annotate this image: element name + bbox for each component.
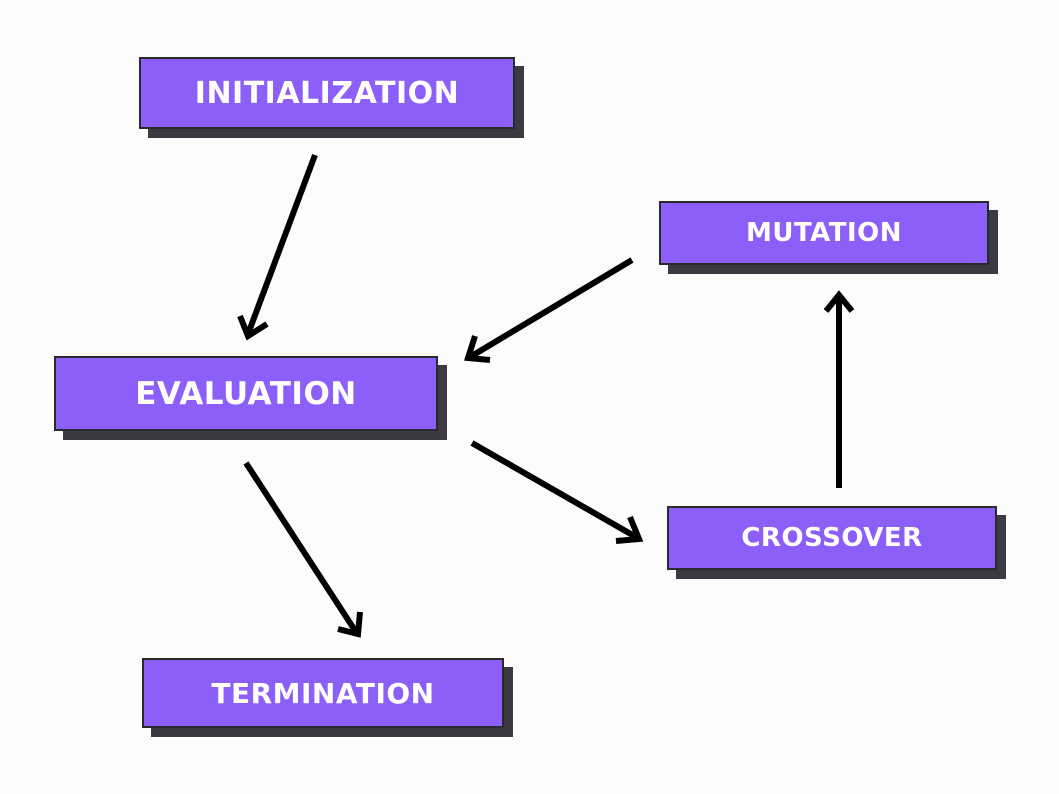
node-evaluation-label: EVALUATION	[135, 375, 357, 412]
arrow-initialization-to-evaluation	[237, 153, 318, 341]
node-mutation: MUTATION	[659, 201, 989, 265]
arrow-evaluation-to-crossover	[470, 440, 644, 544]
node-termination: TERMINATION	[142, 658, 504, 728]
arrow-crossover-to-mutation	[823, 290, 855, 488]
node-evaluation: EVALUATION	[54, 356, 438, 431]
node-initialization-label: INITIALIZATION	[194, 75, 460, 111]
node-crossover-label: CROSSOVER	[741, 523, 923, 553]
arrow-evaluation-to-termination	[243, 461, 363, 638]
node-mutation-label: MUTATION	[745, 218, 903, 248]
node-initialization: INITIALIZATION	[139, 57, 515, 129]
arrow-mutation-to-evaluation	[464, 257, 634, 363]
node-termination-label: TERMINATION	[211, 676, 435, 710]
node-crossover: CROSSOVER	[667, 506, 997, 570]
